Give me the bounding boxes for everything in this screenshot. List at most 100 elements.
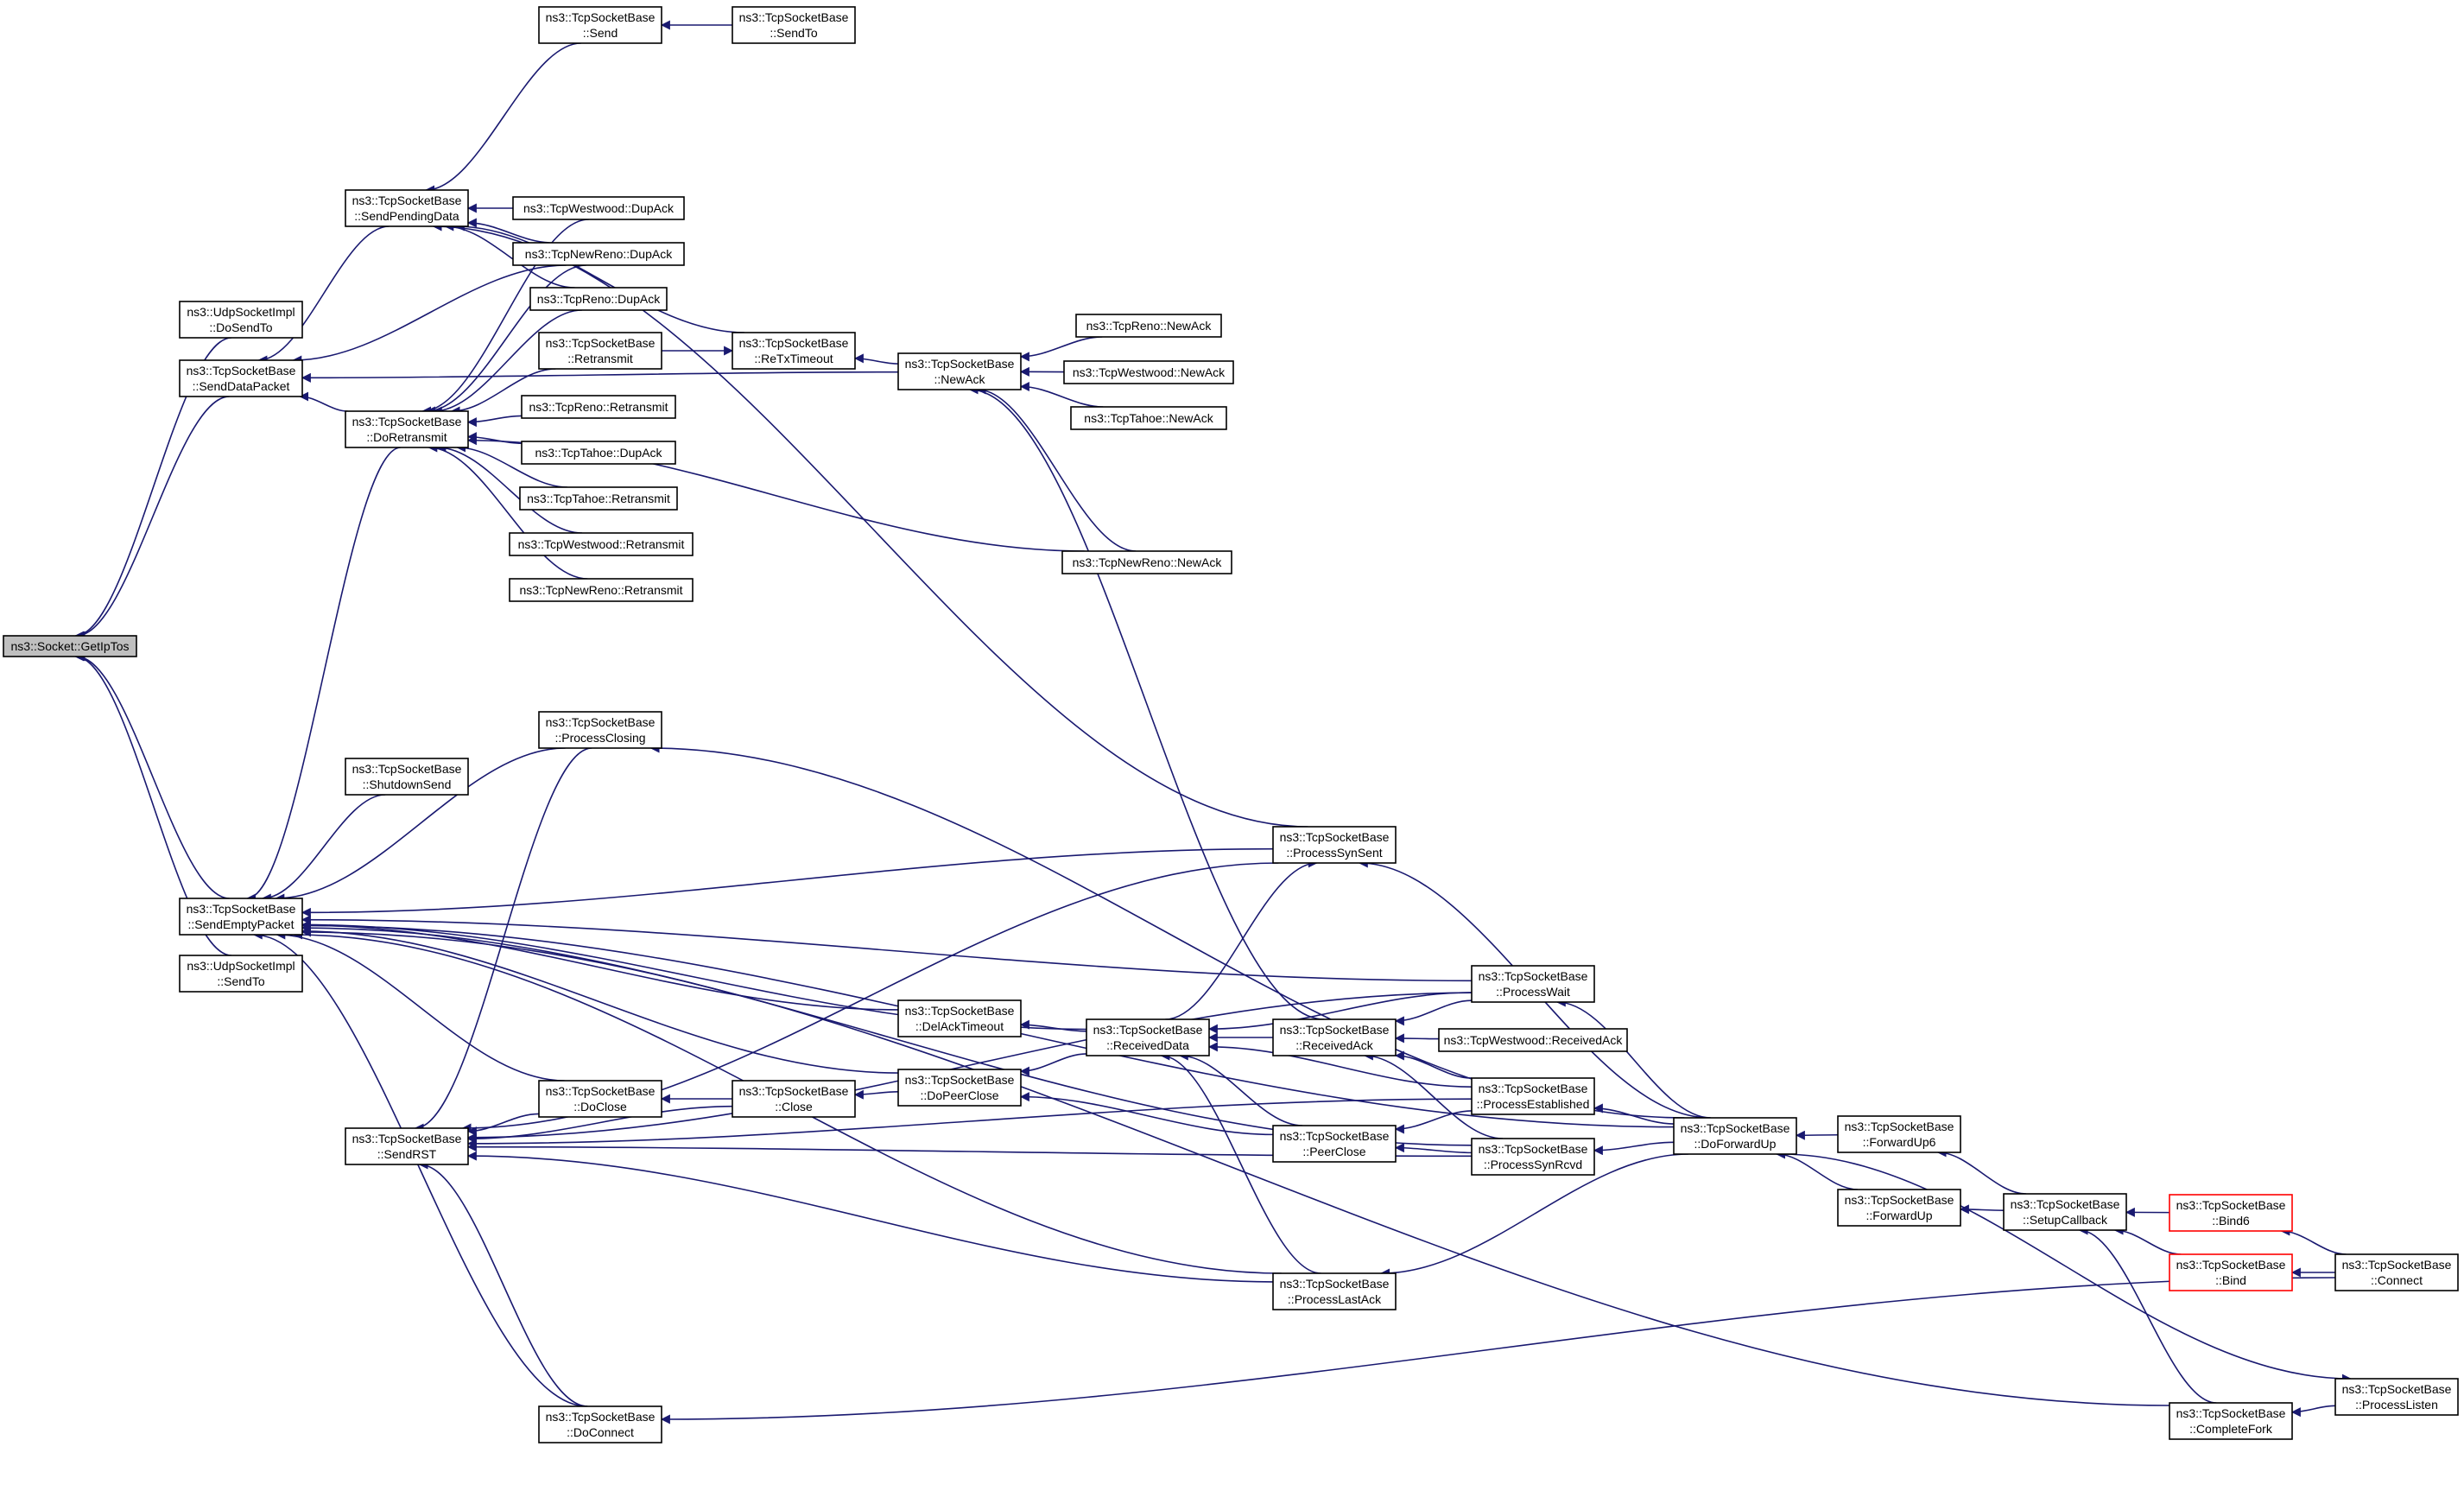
node-connect[interactable]: ns3::TcpSocketBase::Connect (2334, 1253, 2459, 1291)
node-box (179, 359, 303, 397)
node-label: ::PeerClose (1302, 1145, 1365, 1158)
node-doforwardup[interactable]: ns3::TcpSocketBase::DoForwardUp (1673, 1117, 1797, 1155)
node-label: ns3::TcpSocketBase (352, 1132, 462, 1145)
node-doclose[interactable]: ns3::TcpSocketBase::DoClose (538, 1080, 662, 1118)
edge-newack-to-rextimeout (853, 353, 899, 365)
node-label: ::DoSendTo (209, 320, 272, 334)
node-reno_dupack[interactable]: ns3::TcpReno::DupAck (529, 287, 668, 311)
node-sendpendingdata[interactable]: ns3::TcpSocketBase::SendPendingData (345, 189, 469, 227)
node-processclosing[interactable]: ns3::TcpSocketBase::ProcessClosing (538, 711, 662, 749)
edge-processestablished-to-peerclose (1394, 1110, 1473, 1134)
node-label: ::ForwardUp (1865, 1209, 1932, 1222)
node-completefork[interactable]: ns3::TcpSocketBase::CompleteFork (2169, 1402, 2293, 1440)
node-label: ns3::TcpSocketBase (187, 364, 296, 378)
edge-dopeerclose-to-sendemptypacket (301, 926, 899, 1074)
node-label: ns3::TcpWestwood::ReceivedAck (1444, 1033, 1624, 1047)
node-tahoe_retransmit[interactable]: ns3::TcpTahoe::Retransmit (519, 486, 678, 511)
node-label: ns3::TcpSocketBase (352, 194, 462, 207)
edge-setupcallback-to-forwardup (1959, 1204, 2005, 1215)
node-receiveddata[interactable]: ns3::TcpSocketBase::ReceivedData (1086, 1018, 1210, 1056)
edge-completefork-to-setupcallback (2078, 1225, 2217, 1404)
node-retransmit[interactable]: ns3::TcpSocketBase::Retransmit (538, 332, 662, 370)
node-newack[interactable]: ns3::TcpSocketBase::NewAck (897, 352, 1022, 390)
node-forwardup6[interactable]: ns3::TcpSocketBase::ForwardUp6 (1837, 1115, 1961, 1153)
node-doretransmit[interactable]: ns3::TcpSocketBase::DoRetransmit (345, 410, 469, 448)
node-tahoe_newack[interactable]: ns3::TcpTahoe::NewAck (1070, 406, 1227, 430)
node-dopeerclose[interactable]: ns3::TcpSocketBase::DoPeerClose (897, 1069, 1022, 1107)
node-udp_dosendto[interactable]: ns3::UdpSocketImpl::DoSendTo (179, 301, 303, 339)
node-label: ::DoRetransmit (366, 430, 447, 444)
node-label: ::DoConnect (567, 1425, 634, 1439)
node-forwardup[interactable]: ns3::TcpSocketBase::ForwardUp (1837, 1189, 1961, 1227)
node-label: ::DoClose (573, 1100, 627, 1113)
edge-newreno_dupack-to-sendpendingdata (466, 218, 552, 244)
node-reno_retransmit[interactable]: ns3::TcpReno::Retransmit (521, 395, 676, 419)
node-box (1070, 406, 1227, 430)
node-box (509, 578, 694, 602)
node-processsynsent[interactable]: ns3::TcpSocketBase::ProcessSynSent (1272, 826, 1397, 864)
node-reno_newack[interactable]: ns3::TcpReno::NewAck (1075, 314, 1222, 338)
node-newreno_newack[interactable]: ns3::TcpNewReno::NewAck (1061, 550, 1232, 574)
node-root[interactable]: ns3::Socket::GetIpTos (3, 635, 137, 657)
node-label: ::CompleteFork (2189, 1422, 2273, 1436)
node-processlisten[interactable]: ns3::TcpSocketBase::ProcessListen (2334, 1378, 2459, 1416)
node-newreno_dupack[interactable]: ns3::TcpNewReno::DupAck (512, 242, 685, 266)
node-box (521, 441, 676, 465)
node-doconnect[interactable]: ns3::TcpSocketBase::DoConnect (538, 1405, 662, 1443)
node-receivedack[interactable]: ns3::TcpSocketBase::ReceivedAck (1272, 1018, 1397, 1056)
node-label: ns3::TcpSocketBase (546, 1084, 656, 1098)
edge-doretransmit-to-sendemptypacket (246, 447, 401, 904)
node-label: ::Connect (2371, 1273, 2423, 1287)
node-layer: ns3::Socket::GetIpTosns3::UdpSocketImpl:… (3, 6, 2459, 1443)
node-processwait[interactable]: ns3::TcpSocketBase::ProcessWait (1471, 965, 1595, 1003)
node-delacktimeout[interactable]: ns3::TcpSocketBase::DelAckTimeout (897, 999, 1022, 1037)
node-box (1837, 1115, 1961, 1153)
edge-doforwardup-to-processlastack (1380, 1153, 1688, 1278)
edge-doclose-to-sendrst (466, 1113, 540, 1137)
node-sendto[interactable]: ns3::TcpSocketBase::SendTo (732, 6, 856, 44)
node-udp_sendto[interactable]: ns3::UdpSocketImpl::SendTo (179, 955, 303, 993)
edge-doconnect-to-sendrst (418, 1159, 588, 1407)
node-processsynrcvd[interactable]: ns3::TcpSocketBase::ProcessSynRcvd (1471, 1138, 1595, 1176)
node-box (1471, 1077, 1595, 1115)
node-sendemptypacket[interactable]: ns3::TcpSocketBase::SendEmptyPacket (179, 898, 303, 936)
node-bind[interactable]: ns3::TcpSocketBase::Bind (2169, 1253, 2293, 1291)
node-label: ::ProcessListen (2355, 1398, 2438, 1412)
node-send[interactable]: ns3::TcpSocketBase::Send (538, 6, 662, 44)
node-label: ns3::TcpSocketBase (352, 762, 462, 776)
node-bind6[interactable]: ns3::TcpSocketBase::Bind6 (2169, 1194, 2293, 1232)
node-tahoe_dupack[interactable]: ns3::TcpTahoe::DupAck (521, 441, 676, 465)
node-label: ns3::TcpSocketBase (2176, 1406, 2286, 1420)
node-westwood_dupack[interactable]: ns3::TcpWestwood::DupAck (512, 196, 685, 220)
node-box (2169, 1253, 2293, 1291)
node-peerclose[interactable]: ns3::TcpSocketBase::PeerClose (1272, 1125, 1397, 1163)
node-label: ns3::TcpSocketBase (546, 1410, 656, 1424)
node-label: ns3::TcpSocketBase (905, 1004, 1015, 1018)
edge-processwait-to-sendemptypacket (301, 915, 1473, 982)
node-senddatapacket[interactable]: ns3::TcpSocketBase::SendDataPacket (179, 359, 303, 397)
node-newreno_retransmit[interactable]: ns3::TcpNewReno::Retransmit (509, 578, 694, 602)
edge-delacktimeout-to-sendemptypacket (301, 920, 899, 1011)
node-label: ns3::TcpReno::NewAck (1086, 319, 1213, 333)
node-label: ns3::TcpSocketBase (1093, 1023, 1203, 1037)
node-processlastack[interactable]: ns3::TcpSocketBase::ProcessLastAck (1272, 1272, 1397, 1310)
edge-processestablished-to-sendrst (466, 1098, 1473, 1149)
edge-rextimeout-to-sendpendingdata (454, 221, 744, 333)
node-rextimeout[interactable]: ns3::TcpSocketBase::ReTxTimeout (732, 332, 856, 370)
node-shutdownsend[interactable]: ns3::TcpSocketBase::ShutdownSend (345, 758, 469, 796)
edge-peerclose-to-receiveddata (1178, 1050, 1303, 1126)
edge-doforwardup-to-processlisten (1781, 1153, 2352, 1384)
node-label: ns3::TcpSocketBase (2176, 1198, 2286, 1212)
node-westwood_retransmit[interactable]: ns3::TcpWestwood::Retransmit (509, 532, 694, 556)
node-processestablished[interactable]: ns3::TcpSocketBase::ProcessEstablished (1471, 1077, 1595, 1115)
node-setupcallback[interactable]: ns3::TcpSocketBase::SetupCallback (2003, 1193, 2127, 1231)
edge-close-to-sendrst (466, 1105, 733, 1144)
node-box (1837, 1189, 1961, 1227)
node-westwood_newack[interactable]: ns3::TcpWestwood::NewAck (1063, 360, 1234, 384)
node-box (345, 758, 469, 796)
node-sendrst[interactable]: ns3::TcpSocketBase::SendRST (345, 1127, 469, 1165)
node-westwood_receivedack[interactable]: ns3::TcpWestwood::ReceivedAck (1438, 1028, 1628, 1052)
node-close[interactable]: ns3::TcpSocketBase::Close (732, 1080, 856, 1118)
edge-processsynsent-to-sendemptypacket (301, 847, 1274, 917)
edge-sendpendingdata-to-senddatapacket (257, 225, 390, 365)
